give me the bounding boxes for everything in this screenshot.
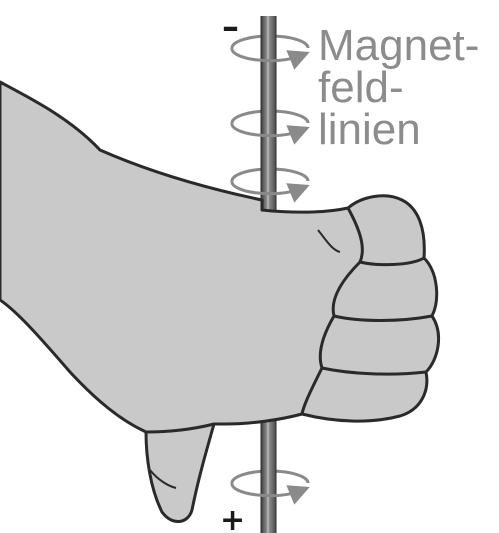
minus-sign: – (222, 7, 239, 47)
plus-sign: + (220, 503, 245, 533)
label-line-3: linien (318, 105, 421, 154)
